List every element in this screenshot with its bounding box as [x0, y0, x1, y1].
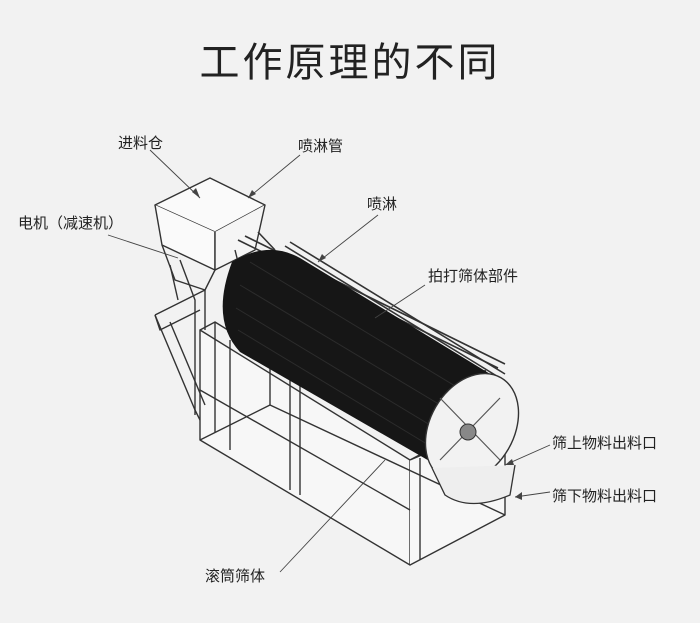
label-oversize-outlet: 筛上物料出料口	[552, 434, 658, 452]
label-drum-screen: 滚筒筛体	[205, 567, 266, 585]
label-spray-pipe: 喷淋管	[298, 137, 344, 155]
label-feed-hopper: 进料仓	[118, 134, 164, 152]
left-stand	[154, 259, 206, 421]
page-title: 工作原理的不同	[199, 40, 501, 86]
label-spray: 喷淋	[367, 195, 398, 213]
label-rapping-parts: 拍打筛体部件	[428, 267, 519, 285]
label-motor-reducer: 电机（减速机）	[18, 214, 124, 232]
feed-hopper	[154, 177, 266, 291]
label-undersize-outlet: 筛下物料出料口	[552, 487, 658, 505]
rotary-drum	[222, 249, 520, 505]
